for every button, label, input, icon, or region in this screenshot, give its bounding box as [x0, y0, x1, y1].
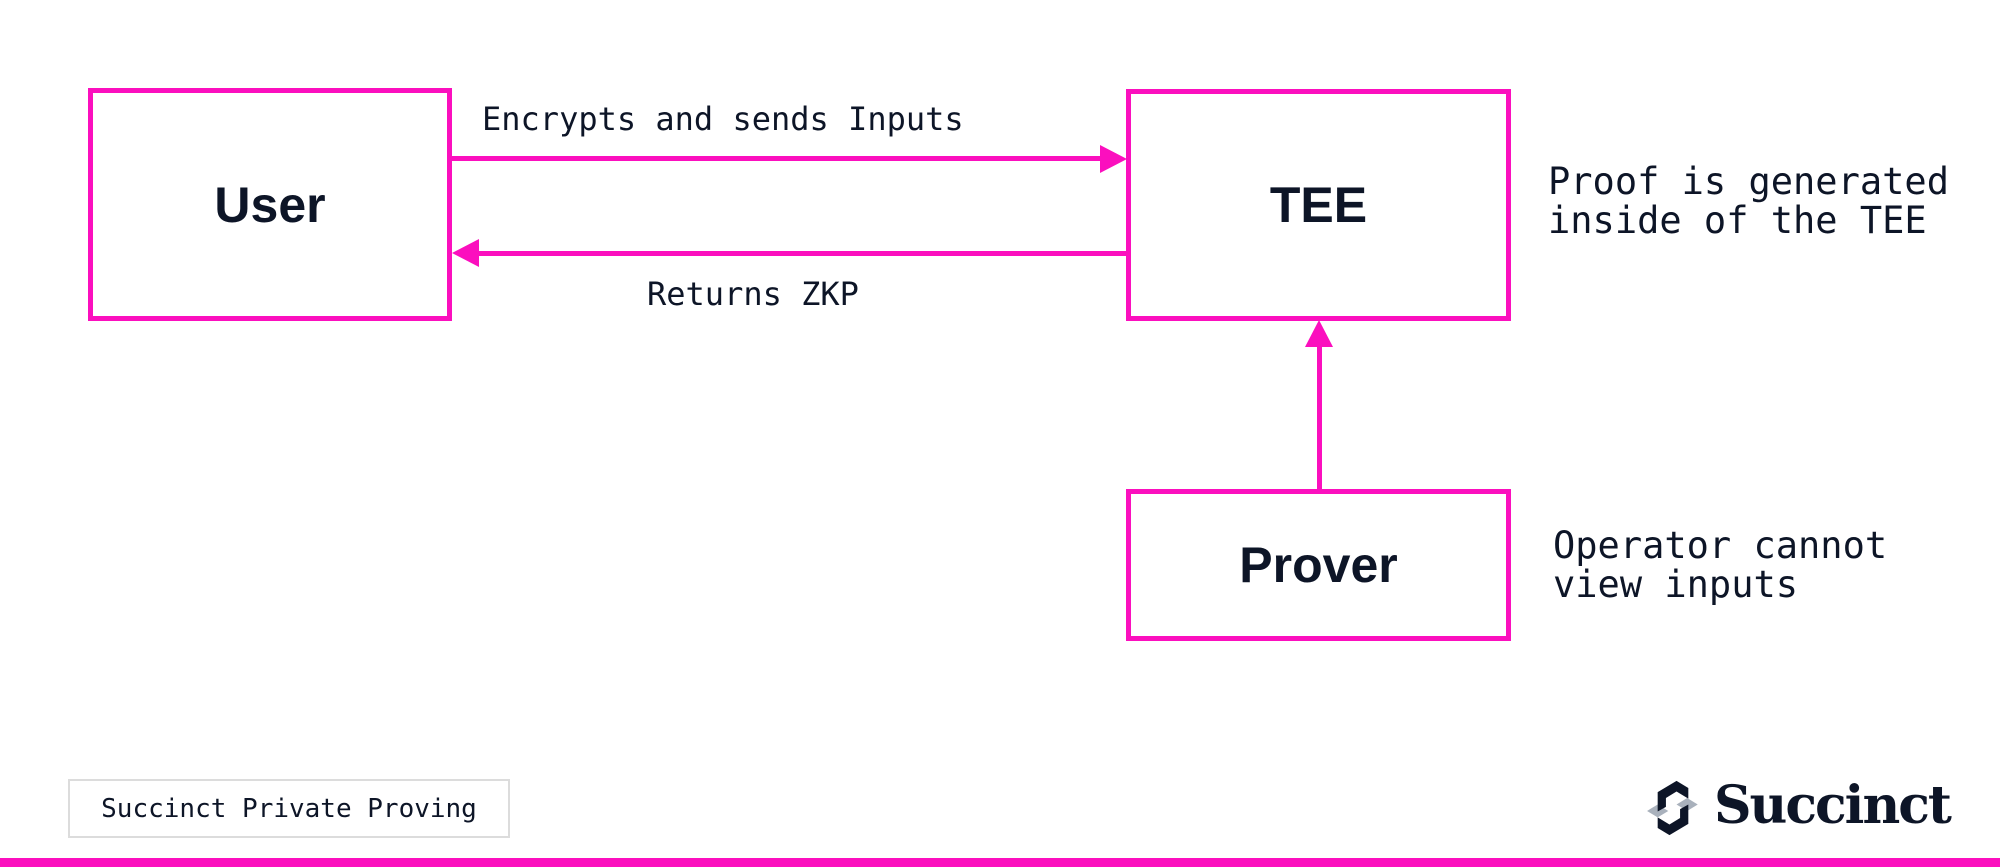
succinct-wordmark: Succinct — [1714, 774, 1952, 836]
prover-annotation: Operator cannot view inputs — [1553, 526, 1887, 604]
tee-node: TEE — [1126, 89, 1511, 321]
arrow-tee-to-user — [479, 251, 1126, 256]
succinct-logo-mark-icon — [1647, 780, 1698, 836]
succinct-logo: Succinct — [1640, 772, 1952, 844]
logo-navy-hook-bottom — [1657, 804, 1689, 836]
bottom-accent-bar — [0, 858, 2000, 867]
diagram-caption-text: Succinct Private Proving — [101, 793, 477, 824]
diagram-caption-box: Succinct Private Proving — [68, 779, 510, 838]
tee-annotation: Proof is generated inside of the TEE — [1548, 162, 1949, 240]
prover-annotation-line1: Operator cannot — [1553, 524, 1888, 567]
logo-navy-hook-top — [1657, 780, 1689, 812]
arrow-user-to-tee — [452, 156, 1104, 161]
tee-annotation-line2: inside of the TEE — [1548, 199, 1927, 242]
prover-annotation-line2: view inputs — [1553, 563, 1799, 606]
tee-annotation-line1: Proof is generated — [1548, 160, 1949, 203]
arrowhead-right-icon — [1100, 145, 1127, 173]
user-node-label: User — [214, 176, 326, 233]
arrow-prover-to-tee — [1317, 344, 1322, 489]
logo-gray-diamond-right — [1676, 797, 1698, 811]
user-node: User — [88, 88, 452, 321]
prover-node: Prover — [1126, 489, 1511, 641]
edge-label-encrypts-inputs: Encrypts and sends Inputs — [482, 100, 964, 138]
tee-node-label: TEE — [1269, 177, 1368, 233]
arrowhead-up-icon — [1305, 320, 1333, 347]
prover-node-label: Prover — [1239, 537, 1398, 593]
edge-label-returns-zkp: Returns ZKP — [647, 275, 859, 313]
arrowhead-left-icon — [452, 239, 479, 267]
